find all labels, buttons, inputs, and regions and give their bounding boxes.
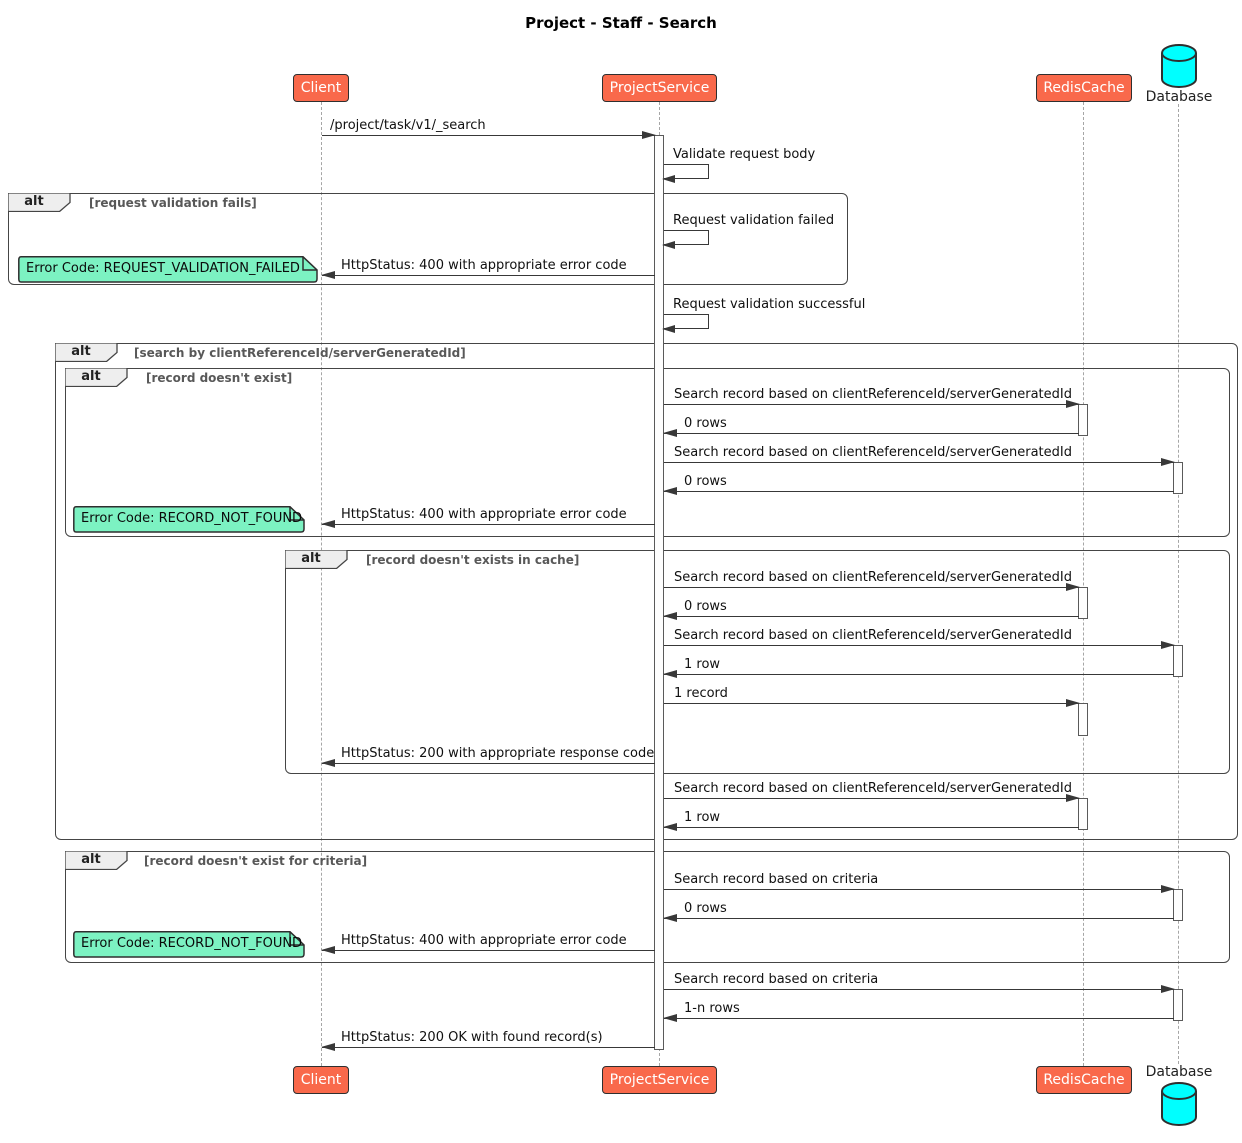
activation-rediscache — [1078, 404, 1088, 436]
arrow-right-icon — [664, 640, 1175, 649]
lifeline-rediscache — [1083, 102, 1084, 1066]
lifeline-database — [1178, 104, 1179, 1064]
message: 0 rows — [663, 600, 1079, 620]
activation-rediscache — [1078, 703, 1088, 736]
activation-rediscache — [1078, 587, 1088, 619]
participant-projectservice-top: ProjectService — [602, 74, 717, 102]
arrow-left-icon — [321, 270, 655, 279]
activation-projectservice — [654, 135, 664, 1050]
arrow-left-icon — [663, 486, 1174, 495]
arrow-left-icon — [663, 1013, 1174, 1022]
lifeline-client — [321, 102, 322, 1066]
message: 0 rows — [663, 417, 1079, 437]
frame-label: alt — [65, 368, 128, 387]
arrow-right-icon — [664, 984, 1175, 993]
activation-database — [1173, 989, 1183, 1021]
alt-frame-request-validation-fails: alt [request validation fails] — [8, 193, 848, 285]
message: HttpStatus: 400 with appropriate error c… — [321, 934, 655, 954]
message: HttpStatus: 200 with appropriate respons… — [321, 747, 655, 767]
self-message: Request validation failed — [654, 214, 834, 249]
participant-rediscache-bottom: RedisCache — [1036, 1066, 1132, 1094]
arrow-right-icon — [664, 457, 1175, 466]
arrow-left-icon — [663, 822, 1079, 831]
message: Search record based on clientReferenceId… — [664, 782, 1080, 802]
self-message: Validate request body — [654, 148, 815, 183]
frame-guard: [search by clientReferenceId/serverGener… — [134, 346, 466, 360]
arrow-left-icon — [321, 758, 655, 767]
self-arrow-icon — [662, 164, 709, 183]
message: 1 row — [663, 658, 1174, 678]
frame-guard: [record doesn't exists in cache] — [366, 553, 580, 567]
frame-label: alt — [285, 550, 348, 569]
note-record-not-found: Error Code: RECORD_NOT_FOUND — [73, 506, 305, 533]
arrow-right-icon — [664, 793, 1080, 802]
message: HttpStatus: 200 OK with found record(s) — [321, 1031, 655, 1051]
message: 1 row — [663, 811, 1079, 831]
frame-label: alt — [8, 193, 71, 212]
frame-label: alt — [65, 851, 128, 870]
arrow-left-icon — [321, 1042, 655, 1051]
participant-database-bottom: Database — [1145, 1064, 1213, 1080]
alt-frame-record-doesnt-exist-for-criteria: alt [record doesn't exist for criteria] — [65, 851, 1230, 963]
message: /project/task/v1/_search — [322, 119, 656, 139]
arrow-left-icon — [321, 945, 655, 954]
message: 1-n rows — [663, 1002, 1174, 1022]
message: Search record based on clientReferenceId… — [664, 388, 1080, 408]
message: Search record based on clientReferenceId… — [664, 629, 1175, 649]
frame-guard: [record doesn't exist] — [146, 371, 293, 385]
frame-guard: [record doesn't exist for criteria] — [144, 854, 368, 868]
arrow-right-icon — [664, 698, 1080, 707]
message: Search record based on criteria — [664, 873, 1175, 893]
activation-rediscache — [1078, 798, 1088, 830]
frame-label: alt — [55, 343, 118, 362]
message: Search record based on clientReferenceId… — [664, 571, 1080, 591]
participant-database-top: Database — [1145, 89, 1213, 105]
message: HttpStatus: 400 with appropriate error c… — [321, 508, 655, 528]
alt-frame-record-doesnt-exist-in-cache: alt [record doesn't exists in cache] — [285, 550, 1230, 774]
arrow-left-icon — [321, 519, 655, 528]
arrow-left-icon — [663, 428, 1079, 437]
frame-guard: [request validation fails] — [89, 196, 257, 210]
note-record-not-found: Error Code: RECORD_NOT_FOUND — [73, 931, 305, 958]
arrow-right-icon — [322, 130, 656, 139]
self-message: Request validation successful — [654, 298, 865, 333]
participant-client-top: Client — [293, 74, 349, 102]
arrow-left-icon — [663, 611, 1079, 620]
arrow-right-icon — [664, 582, 1080, 591]
arrow-right-icon — [664, 884, 1175, 893]
activation-database — [1173, 889, 1183, 921]
arrow-left-icon — [663, 913, 1174, 922]
message: 1 record — [664, 687, 1080, 707]
self-arrow-icon — [662, 230, 709, 249]
activation-database — [1173, 462, 1183, 494]
database-cylinder-icon — [1160, 1081, 1198, 1131]
message: Search record based on clientReferenceId… — [664, 446, 1175, 466]
arrow-right-icon — [664, 399, 1080, 408]
activation-database — [1173, 645, 1183, 677]
note-request-validation-failed: Error Code: REQUEST_VALIDATION_FAILED — [18, 256, 318, 283]
self-arrow-icon — [662, 314, 709, 333]
diagram-title: Project - Staff - Search — [525, 14, 717, 32]
message: 0 rows — [663, 902, 1174, 922]
alt-frame-search-by-clientreferenceid: alt [search by clientReferenceId/serverG… — [55, 343, 1238, 840]
message: HttpStatus: 400 with appropriate error c… — [321, 259, 655, 279]
message: 0 rows — [663, 475, 1174, 495]
database-cylinder-icon — [1160, 43, 1198, 93]
participant-rediscache-top: RedisCache — [1036, 74, 1132, 102]
alt-frame-record-doesnt-exist: alt [record doesn't exist] — [65, 368, 1230, 537]
message: Search record based on criteria — [664, 973, 1175, 993]
arrow-left-icon — [663, 669, 1174, 678]
participant-projectservice-bottom: ProjectService — [602, 1066, 717, 1094]
participant-client-bottom: Client — [293, 1066, 349, 1094]
